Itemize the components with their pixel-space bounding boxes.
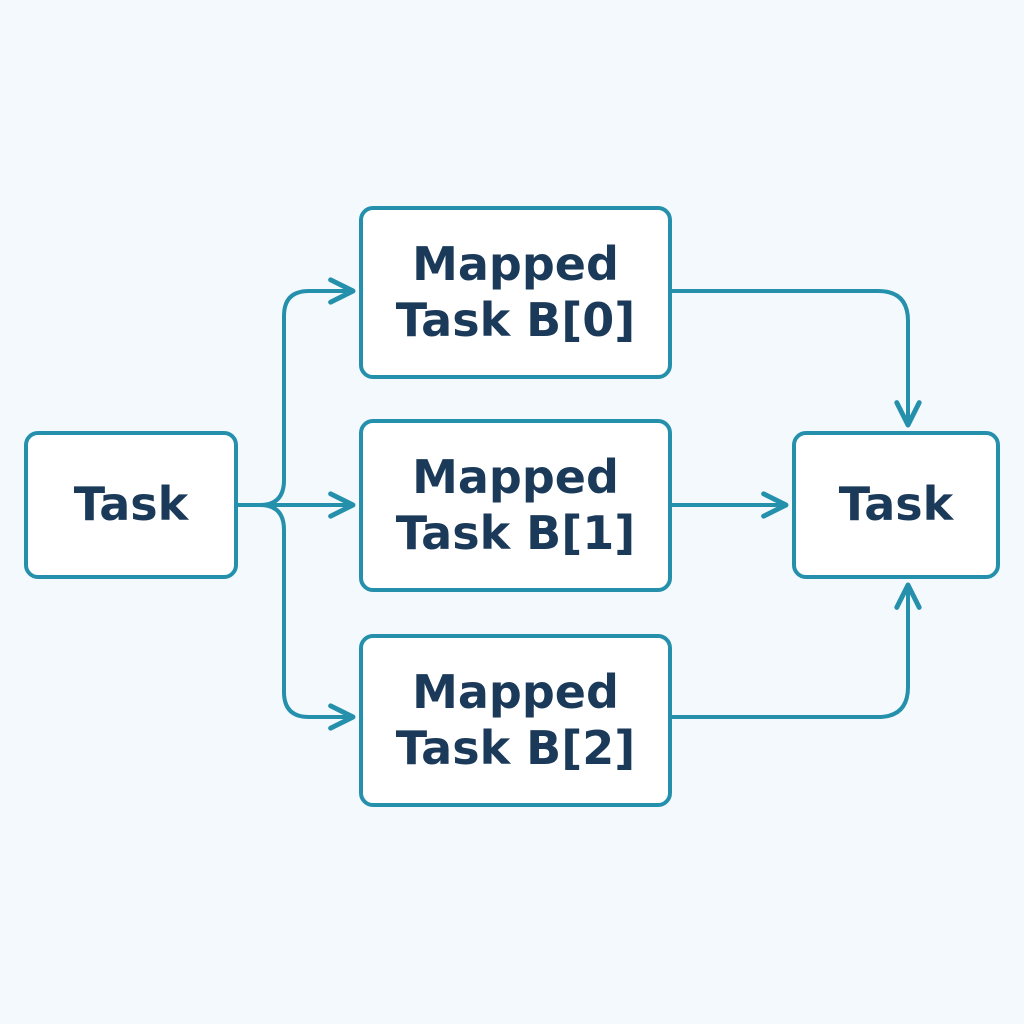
edge-source-to-b2 [236,503,356,731]
edge-source-to-b0 [236,277,356,507]
mapped-task-b2-line2: Task B[2] [395,720,636,775]
mapped-task-b2-line1: Mapped [412,665,619,720]
mapped-task-b0-line2: Task B[0] [395,292,636,347]
mapped-task-b0-line1: Mapped [412,237,619,292]
mapped-task-b0-node[interactable]: Mapped Task B[0] [359,206,672,379]
sink-task-node[interactable]: Task [792,431,1000,579]
mapped-task-b1-node[interactable]: Mapped Task B[1] [359,419,672,592]
mapped-task-b1-line2: Task B[1] [395,505,636,560]
source-task-node[interactable]: Task [24,431,238,579]
mapped-task-b1-line1: Mapped [412,450,619,505]
edge-b2-to-sink [670,582,922,719]
sink-task-label: Task [838,477,954,532]
source-task-label: Task [73,477,189,532]
mapped-task-b2-node[interactable]: Mapped Task B[2] [359,634,672,807]
edge-b0-to-sink [670,289,922,428]
